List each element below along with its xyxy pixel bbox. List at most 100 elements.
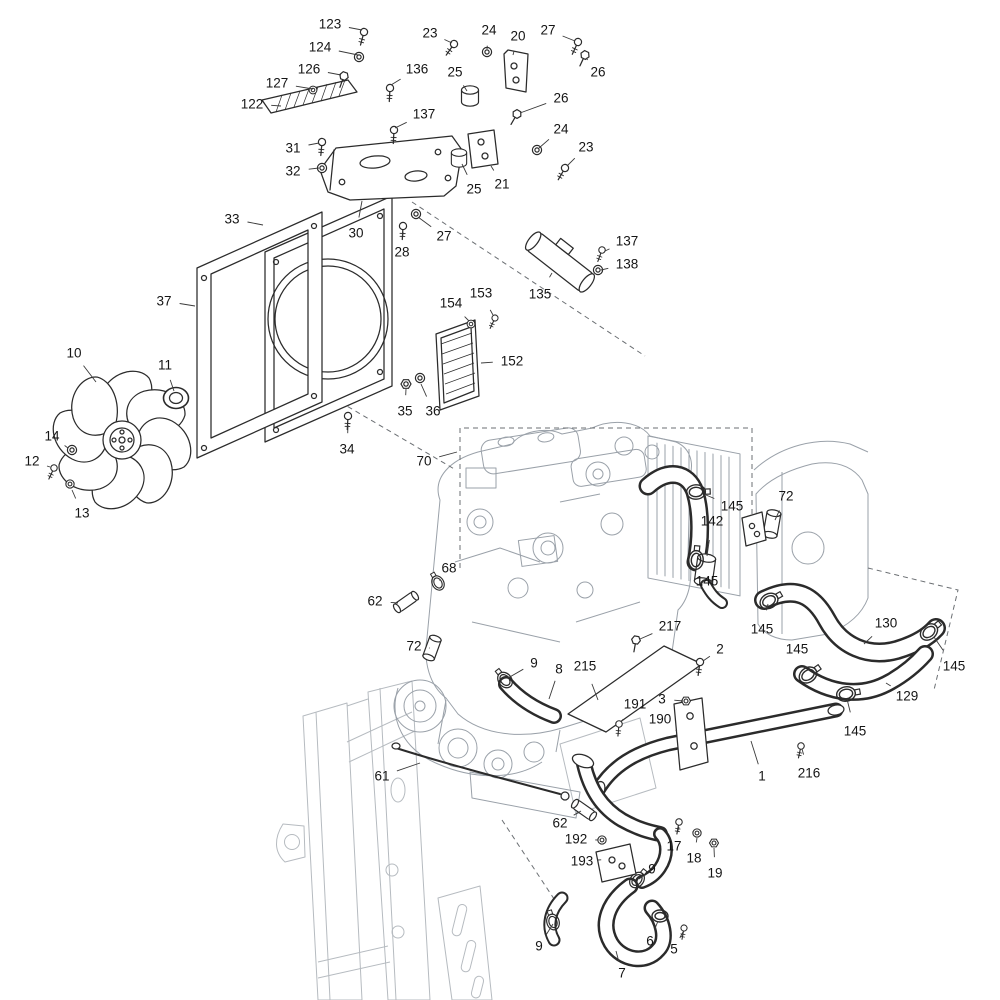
callout-label-137: 137 <box>616 234 639 249</box>
callout-leader-145 <box>846 698 851 713</box>
callout-leader-26 <box>585 57 589 61</box>
callout-label-6: 6 <box>646 934 654 949</box>
bracket-20 <box>503 49 529 93</box>
callout-leader-142 <box>706 539 710 557</box>
callout-label-68: 68 <box>441 561 456 576</box>
callout-leader-145 <box>705 494 715 499</box>
callout-label-61: 61 <box>374 769 389 784</box>
shroud-frame <box>196 211 323 459</box>
callout-leader-2 <box>702 655 711 662</box>
callout-label-138: 138 <box>616 257 639 272</box>
callout-leader-17 <box>677 826 680 831</box>
upper-hose-group <box>638 465 946 704</box>
grille-plate-152 <box>435 319 480 411</box>
washer-124 <box>353 51 365 63</box>
callout-leader-145 <box>804 666 807 669</box>
callout-leader-138 <box>600 267 609 271</box>
washer-192 <box>597 835 607 845</box>
callout-label-20: 20 <box>510 29 525 44</box>
callout-leader-31 <box>308 142 320 146</box>
callout-label-193: 193 <box>571 854 594 869</box>
callout-label-35: 35 <box>397 404 412 419</box>
panel-bracket <box>741 511 767 547</box>
callout-label-37: 37 <box>156 294 171 309</box>
callout-label-19: 19 <box>707 866 722 881</box>
callout-label-23: 23 <box>422 26 437 41</box>
callout-leader-33 <box>247 221 264 226</box>
callout-leader-13 <box>71 489 77 499</box>
callout-leader-154 <box>464 316 470 322</box>
nut-19 <box>708 838 720 848</box>
callout-label-36: 36 <box>425 404 440 419</box>
callout-label-33: 33 <box>224 212 239 227</box>
nut-35 <box>400 379 412 389</box>
callout-leader-70 <box>439 451 458 458</box>
callout-label-192: 192 <box>565 832 588 847</box>
callout-leader-129 <box>885 682 891 687</box>
callout-label-21: 21 <box>494 177 509 192</box>
washer-154 <box>466 319 476 329</box>
fan-shroud <box>264 195 393 443</box>
callout-leader-11 <box>169 379 175 392</box>
callout-label-72: 72 <box>406 639 421 654</box>
callout-leader-23 <box>444 39 453 44</box>
callout-label-2: 2 <box>716 642 724 657</box>
hose-62-upper <box>392 590 420 614</box>
side-panel <box>753 440 869 641</box>
callout-leader-124 <box>338 50 359 56</box>
callout-label-191: 191 <box>624 697 647 712</box>
callout-label-62: 62 <box>367 594 382 609</box>
mounting-strip <box>261 79 358 114</box>
callout-leader-27 <box>417 216 432 228</box>
callout-label-142: 142 <box>701 514 724 529</box>
callout-leader-23 <box>566 157 576 167</box>
pipe-assembly-1 <box>590 697 845 802</box>
bracket-193 <box>595 843 637 883</box>
callout-label-25: 25 <box>466 182 481 197</box>
callout-label-7: 7 <box>618 966 626 981</box>
callout-label-27: 27 <box>436 229 451 244</box>
callout-label-145: 145 <box>786 642 809 657</box>
callout-leader-1 <box>750 740 759 765</box>
callout-label-18: 18 <box>686 851 701 866</box>
callout-label-129: 129 <box>896 689 919 704</box>
callout-label-123: 123 <box>319 17 342 32</box>
callout-leader-68 <box>439 579 441 581</box>
callout-label-12: 12 <box>24 454 39 469</box>
fan-bushing-11 <box>162 386 190 410</box>
callout-label-28: 28 <box>394 245 409 260</box>
ring-6 <box>651 909 669 923</box>
callout-leader-217 <box>639 633 653 640</box>
callout-leader-25 <box>463 85 468 92</box>
callout-leader-191 <box>620 718 624 723</box>
grommet-25b <box>450 148 468 168</box>
callout-leader-26 <box>519 102 547 114</box>
callout-leader-136 <box>390 78 401 86</box>
callout-leader-145 <box>766 603 769 611</box>
callout-leader-122 <box>271 104 282 107</box>
bracket-21 <box>467 129 499 169</box>
callout-label-145: 145 <box>721 499 744 514</box>
callout-label-130: 130 <box>875 616 898 631</box>
callout-label-9: 9 <box>648 862 656 877</box>
callout-leader-216 <box>801 748 805 755</box>
callout-leader-215 <box>591 683 599 701</box>
callout-label-1: 1 <box>758 769 766 784</box>
callout-leader-130 <box>863 635 873 645</box>
callout-label-124: 124 <box>309 40 332 55</box>
washer-14 <box>66 444 78 456</box>
callout-label-145: 145 <box>696 574 719 589</box>
pipe-bracket-190 <box>673 697 709 771</box>
callout-leader-62 <box>390 601 399 604</box>
callout-leader-24 <box>538 138 550 149</box>
mounting-plate <box>319 135 463 201</box>
callout-leader-152 <box>480 361 493 364</box>
callout-label-34: 34 <box>339 442 355 457</box>
callout-leader-9 <box>638 876 643 880</box>
callout-leader-9 <box>545 923 554 936</box>
washer-127 <box>308 85 318 95</box>
lower-hose-group <box>491 665 673 968</box>
engine-fittings <box>391 569 598 822</box>
